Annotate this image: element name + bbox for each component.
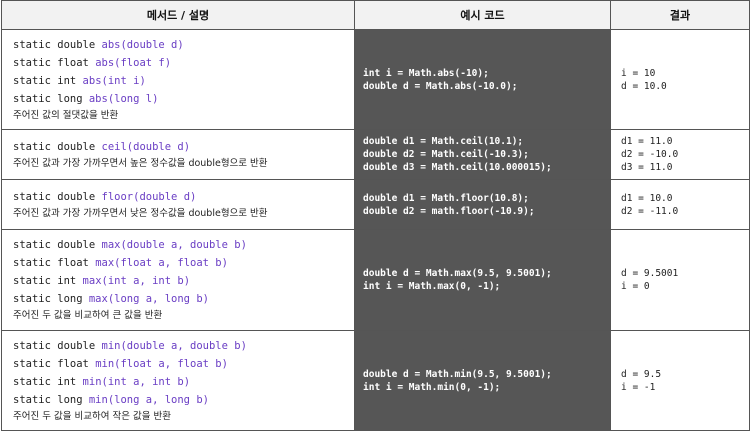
method-signature: static float max(float a, float b) [13, 257, 228, 269]
code-line: int i = Math.max(0, -1); [363, 281, 501, 292]
table-row: static double abs(double d) static float… [1, 29, 750, 130]
code-line: int i = Math.abs(-10); [363, 67, 489, 79]
result-cell: i = 10 d = 10.0 [610, 29, 750, 130]
method-name: abs(int i) [82, 74, 146, 87]
method-signature: static double ceil(double d) [13, 140, 191, 153]
result-cell: d = 9.5001 i = 0 [610, 229, 750, 331]
example-code-cell: double d1 = Math.ceil(10.1); double d2 =… [354, 129, 611, 180]
method-signature: static long abs(long l) [13, 92, 159, 105]
method-cell: static double ceil(double d) 주어진 값과 가장 가… [1, 129, 355, 180]
table-row: static double floor(double d) 주어진 값과 가장 … [1, 179, 750, 230]
method-signature: static double floor(double d) [13, 190, 197, 203]
code-line: double d2 = Math.ceil(-10.3); [363, 149, 529, 160]
result-cell: d = 9.5 i = -1 [610, 330, 750, 431]
example-code-cell: double d = Math.min(9.5, 9.5001); int i … [354, 330, 611, 431]
method-description: 주어진 값과 가장 가까우면서 높은 정수값을 double형으로 반환 [13, 157, 268, 169]
example-code-cell: double d1 = Math.floor(10.8); double d2 … [354, 179, 611, 230]
method-cell: static double max(double a, double b) st… [1, 229, 355, 331]
result-line: d = 10.0 [621, 80, 667, 92]
method-name: min(long a, long b) [88, 393, 209, 406]
result-line: d1 = 10.0 [621, 192, 673, 204]
code-line: double d2 = math.floor(-10.9); [363, 205, 535, 217]
code-line: double d = Math.abs(-10.0); [363, 80, 518, 92]
table-row: static double min(double a, double b) st… [1, 330, 750, 431]
result-line: i = 10 [621, 67, 656, 79]
code-line: double d = Math.min(9.5, 9.5001); [363, 368, 552, 380]
example-code-cell: double d = Math.max(9.5, 9.5001); int i … [354, 229, 611, 331]
method-signature: static double abs(double d) [13, 38, 184, 51]
result-line: i = 0 [621, 281, 650, 292]
method-description: 주어진 값과 가장 가까우면서 낮은 정수값을 double형으로 반환 [13, 207, 268, 219]
method-name: max(int a, int b) [82, 275, 191, 287]
method-signature: static double min(double a, double b) [13, 339, 247, 352]
method-cell: static double floor(double d) 주어진 값과 가장 … [1, 179, 355, 230]
method-signature: static float abs(float f) [13, 56, 172, 69]
method-name: abs(float f) [95, 56, 172, 69]
result-line: d = 9.5 [621, 368, 662, 380]
code-line: double d1 = Math.floor(10.8); [363, 192, 529, 204]
code-line: double d3 = Math.ceil(10.000015); [363, 162, 552, 173]
code-line: double d = Math.max(9.5, 9.5001); [363, 268, 552, 279]
result-line: d1 = 11.0 [621, 136, 673, 147]
method-name: min(float a, float b) [95, 357, 228, 370]
method-name: floor(double d) [101, 190, 197, 203]
table-header-row: 메서드 / 설명 예시 코드 결과 [1, 0, 750, 30]
method-cell: static double abs(double d) static float… [1, 29, 355, 130]
method-name: min(double a, double b) [101, 339, 247, 352]
method-name: max(float a, float b) [95, 257, 228, 269]
method-name: abs(double d) [101, 38, 184, 51]
result-line: d2 = -10.0 [621, 149, 679, 160]
code-line: double d1 = Math.ceil(10.1); [363, 136, 524, 147]
result-line: d3 = 11.0 [621, 162, 673, 173]
method-signature: static long min(long a, long b) [13, 393, 209, 406]
table-row: static double ceil(double d) 주어진 값과 가장 가… [1, 129, 750, 180]
header-method: 메서드 / 설명 [1, 0, 355, 30]
result-cell: d1 = 11.0 d2 = -10.0 d3 = 11.0 [610, 129, 750, 180]
method-cell: static double min(double a, double b) st… [1, 330, 355, 431]
method-description: 주어진 값의 절댓값을 반환 [13, 109, 119, 121]
table-row: static double max(double a, double b) st… [1, 229, 750, 331]
method-signature: static float min(float a, float b) [13, 357, 228, 370]
method-name: min(int a, int b) [82, 375, 191, 388]
method-name: abs(long l) [88, 92, 159, 105]
example-code-cell: int i = Math.abs(-10); double d = Math.a… [354, 29, 611, 130]
method-description: 주어진 두 값을 비교하여 큰 값을 반환 [13, 310, 163, 321]
result-cell: d1 = 10.0 d2 = -11.0 [610, 179, 750, 230]
method-name: max(long a, long b) [88, 293, 209, 305]
header-example: 예시 코드 [354, 0, 611, 30]
method-signature: static long max(long a, long b) [13, 293, 209, 305]
method-signature: static int max(int a, int b) [13, 275, 191, 287]
header-result: 결과 [610, 0, 750, 30]
result-line: i = -1 [621, 381, 656, 393]
code-line: int i = Math.min(0, -1); [363, 381, 501, 393]
result-line: d2 = -11.0 [621, 205, 679, 217]
method-name: ceil(double d) [101, 140, 191, 153]
method-signature: static int min(int a, int b) [13, 375, 191, 388]
result-line: d = 9.5001 [621, 268, 679, 279]
method-name: max(double a, double b) [101, 239, 247, 251]
method-signature: static int abs(int i) [13, 74, 146, 87]
method-signature: static double max(double a, double b) [13, 239, 247, 251]
method-description: 주어진 두 값을 비교하여 작은 값을 반환 [13, 410, 171, 422]
